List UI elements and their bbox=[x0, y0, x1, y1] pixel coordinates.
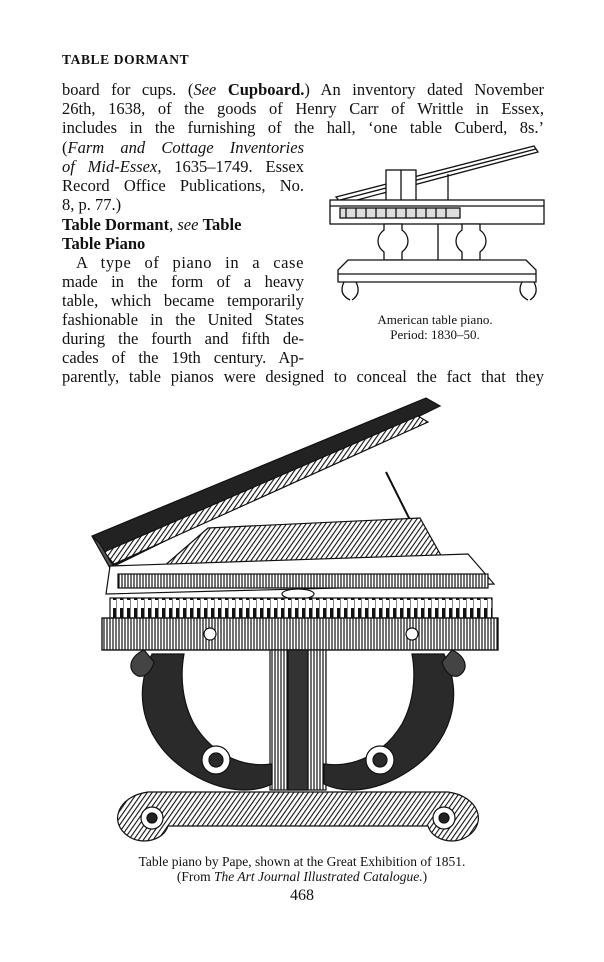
pape-table-piano-engraving bbox=[91, 397, 499, 842]
text-line-16: parently, table pianos were designed to … bbox=[62, 367, 544, 386]
text-line-3: includes in the furnishing of the hall, … bbox=[62, 118, 544, 137]
text-line-11: made in the form of a heavy bbox=[62, 272, 304, 291]
text-line-12: table, which became temporarily bbox=[62, 291, 304, 310]
text-line-5: of Mid-Essex, 1635–1749. Essex bbox=[62, 157, 304, 176]
small-figure-caption: American table piano. Period: 1830–50. bbox=[362, 312, 508, 342]
large-caption-line-2: (From The Art Journal Illustrated Catalo… bbox=[176, 869, 428, 884]
small-caption-line-1: American table piano. bbox=[377, 312, 493, 327]
american-table-piano-illustration bbox=[329, 145, 545, 301]
text-line-6: Record Office Publications, No. bbox=[62, 176, 304, 195]
text-line-1: board for cups. (See Cupboard.) An inven… bbox=[62, 80, 545, 99]
text-line-4: (Farm and Cottage Inventories bbox=[62, 138, 304, 157]
small-caption-line-2: Period: 1830–50. bbox=[390, 327, 480, 342]
text-line-14: during the fourth and fifth de- bbox=[62, 329, 304, 348]
text-line-15: cades of the 19th century. Ap- bbox=[62, 348, 304, 367]
text-line-10: A type of piano in a case bbox=[76, 253, 304, 272]
page-number: 468 bbox=[290, 887, 314, 904]
entry-heading-table-dormant: Table Dormant, see Table bbox=[62, 215, 242, 234]
entry-heading-table-piano: Table Piano bbox=[62, 234, 146, 253]
text-line-7: 8, p. 77.) bbox=[62, 195, 122, 214]
text-line-2: 26th, 1638, of the goods of Henry Carr o… bbox=[62, 99, 544, 118]
running-head: TABLE DORMANT bbox=[62, 52, 190, 67]
large-caption-line-1: Table piano by Pape, shown at the Great … bbox=[138, 854, 466, 869]
large-figure-caption: Table piano by Pape, shown at the Great … bbox=[40, 854, 564, 884]
text-line-13: fashionable in the United States bbox=[62, 310, 304, 329]
